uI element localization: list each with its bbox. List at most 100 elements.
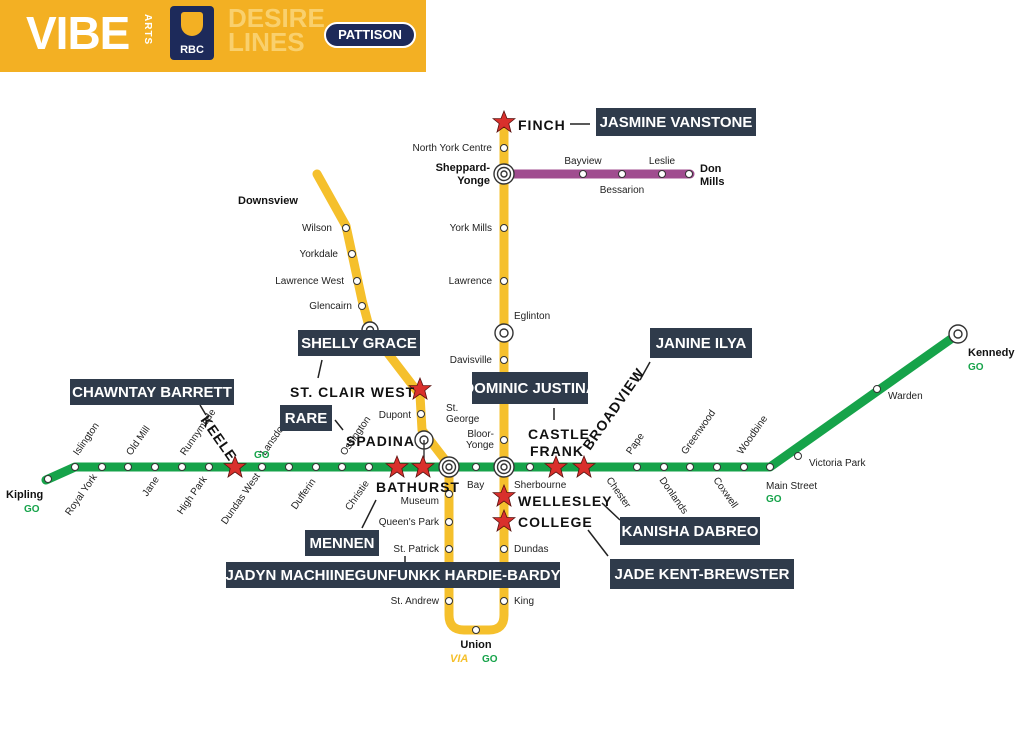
label-downsview: Downsview: [238, 195, 298, 207]
label-st-george-2: George: [446, 414, 480, 425]
station-glencairn: [358, 302, 366, 310]
label-greenwood: Greenwood: [679, 408, 718, 457]
station-bloor-yonge-interchange: [493, 456, 515, 478]
label-king: King: [514, 596, 534, 607]
station-dundas: [500, 545, 508, 553]
station-king: [500, 597, 508, 605]
sponsor-banner: VIBE ARTS RBC DESIRE LINES PATTISON: [0, 0, 426, 72]
label-don-mills-2: Mills: [700, 176, 724, 188]
svg-text:RARE: RARE: [285, 410, 328, 427]
artist-box-janine: JANINE ILYA: [650, 328, 752, 358]
label-jane: Jane: [140, 474, 162, 498]
label-pape: Pape: [624, 431, 647, 457]
station-davisville: [500, 356, 508, 364]
label-kipling: Kipling: [6, 489, 43, 501]
label-bay: Bay: [467, 480, 484, 491]
svg-text:MENNEN: MENNEN: [309, 535, 374, 552]
label-main-street: Main Street: [766, 481, 817, 492]
rbc-logo: RBC: [170, 6, 214, 60]
station-bessarion: [618, 170, 626, 178]
station-kennedy-interchange: [948, 324, 968, 344]
star-castle-frank: [544, 455, 568, 478]
station-bloor-yonge-dot: [500, 436, 508, 444]
label-st-george-1: St.: [446, 403, 458, 414]
label-queens-park: Queen's Park: [379, 517, 440, 528]
station-runnymede: [178, 463, 186, 471]
artist-boxes: JASMINE VANSTONE SHELLY GRACE CHAWNTAY B…: [70, 108, 794, 589]
star-bathurst: [385, 455, 409, 478]
station-woodbine: [740, 463, 748, 471]
station-jane: [151, 463, 159, 471]
label-glencairn: Glencairn: [309, 301, 352, 312]
label-union: Union: [460, 639, 491, 651]
station-bay: [472, 463, 480, 471]
station-ossington: [338, 463, 346, 471]
station-queens-park: [445, 518, 453, 526]
label-york-mills: York Mills: [450, 223, 492, 234]
station-yorkdale: [348, 250, 356, 258]
label-castle-frank-1: CASTLE: [528, 426, 590, 442]
line-2-stations: [44, 385, 881, 483]
label-dundas-west: Dundas West: [219, 471, 262, 527]
label-finch: FINCH: [518, 117, 566, 133]
station-greenwood: [686, 463, 694, 471]
label-lawrence-west: Lawrence West: [275, 276, 344, 287]
station-museum: [445, 490, 453, 498]
label-leslie: Leslie: [649, 156, 676, 167]
label-st-andrew: St. Andrew: [391, 596, 440, 607]
line-1-labels: North York Centre Sheppard- Yonge York M…: [238, 143, 550, 651]
via-icon-union: VIA: [450, 653, 468, 665]
station-kipling-dot: [44, 475, 52, 483]
label-old-mill: Old Mill: [124, 424, 152, 458]
station-dufferin: [312, 463, 320, 471]
label-bathurst: BATHURST: [376, 479, 460, 495]
go-icon-main-street: GO: [766, 494, 782, 505]
label-donlands: Donlands: [657, 475, 690, 516]
label-yorkdale: Yorkdale: [299, 249, 338, 260]
station-donlands: [660, 463, 668, 471]
artist-box-shelly: SHELLY GRACE: [298, 330, 420, 356]
station-warden: [873, 385, 881, 393]
station-pape: [633, 463, 641, 471]
line-4-labels: Bayview Bessarion Leslie Don Mills: [564, 156, 724, 196]
label-coxwell: Coxwell: [711, 475, 740, 510]
station-dupont: [417, 410, 425, 418]
station-coxwell: [713, 463, 721, 471]
svg-text:JASMINE VANSTONE: JASMINE VANSTONE: [600, 114, 753, 131]
pattison-logo: PATTISON: [324, 22, 416, 48]
label-islington: Islington: [71, 421, 101, 458]
arts-wordmark: ARTS: [142, 14, 153, 46]
line-1-stations: [342, 144, 508, 634]
svg-text:JADE KENT-BREWSTER: JADE KENT-BREWSTER: [614, 566, 789, 583]
rbc-shield-icon: [181, 12, 203, 36]
star-spadina: [411, 455, 435, 478]
label-christie: Christie: [343, 478, 372, 512]
station-eglinton-interchange: [494, 323, 514, 343]
artist-box-chawntay: CHAWNTAY BARRETT: [70, 379, 234, 405]
label-bessarion: Bessarion: [600, 185, 644, 196]
label-dundas: Dundas: [514, 544, 548, 555]
vibe-arts-logo: VIBE: [26, 7, 130, 59]
label-wellesley: WELLESLEY: [518, 493, 613, 509]
station-sherbourne: [526, 463, 534, 471]
artist-box-rare: RARE: [280, 405, 332, 431]
svg-text:SHELLY GRACE: SHELLY GRACE: [301, 335, 417, 352]
artist-box-dominic: DOMINIC JUSTINA: [463, 372, 597, 404]
label-north-york-centre: North York Centre: [413, 143, 493, 154]
svg-text:JADYN MACHIINEGUNFUNKK HARDIE-: JADYN MACHIINEGUNFUNKK HARDIE-BARDY: [225, 567, 560, 584]
artist-box-jade: JADE KENT-BREWSTER: [610, 559, 794, 589]
station-main-street: [766, 463, 774, 471]
station-christie: [365, 463, 373, 471]
label-royal-york: Royal York: [63, 471, 100, 517]
svg-text:DOMINIC JUSTINA: DOMINIC JUSTINA: [463, 380, 597, 397]
station-north-york-centre: [500, 144, 508, 152]
label-sheppard-yonge-2: Yonge: [457, 175, 490, 187]
station-victoria-park: [794, 452, 802, 460]
label-wilson: Wilson: [302, 223, 332, 234]
station-wilson: [342, 224, 350, 232]
label-bloor-yonge-2: Yonge: [466, 440, 494, 451]
artist-box-jadyn: JADYN MACHIINEGUNFUNKK HARDIE-BARDY: [225, 562, 561, 588]
artist-box-mennen: MENNEN: [305, 530, 379, 556]
svg-text:CHAWNTAY BARRETT: CHAWNTAY BARRETT: [72, 384, 232, 401]
